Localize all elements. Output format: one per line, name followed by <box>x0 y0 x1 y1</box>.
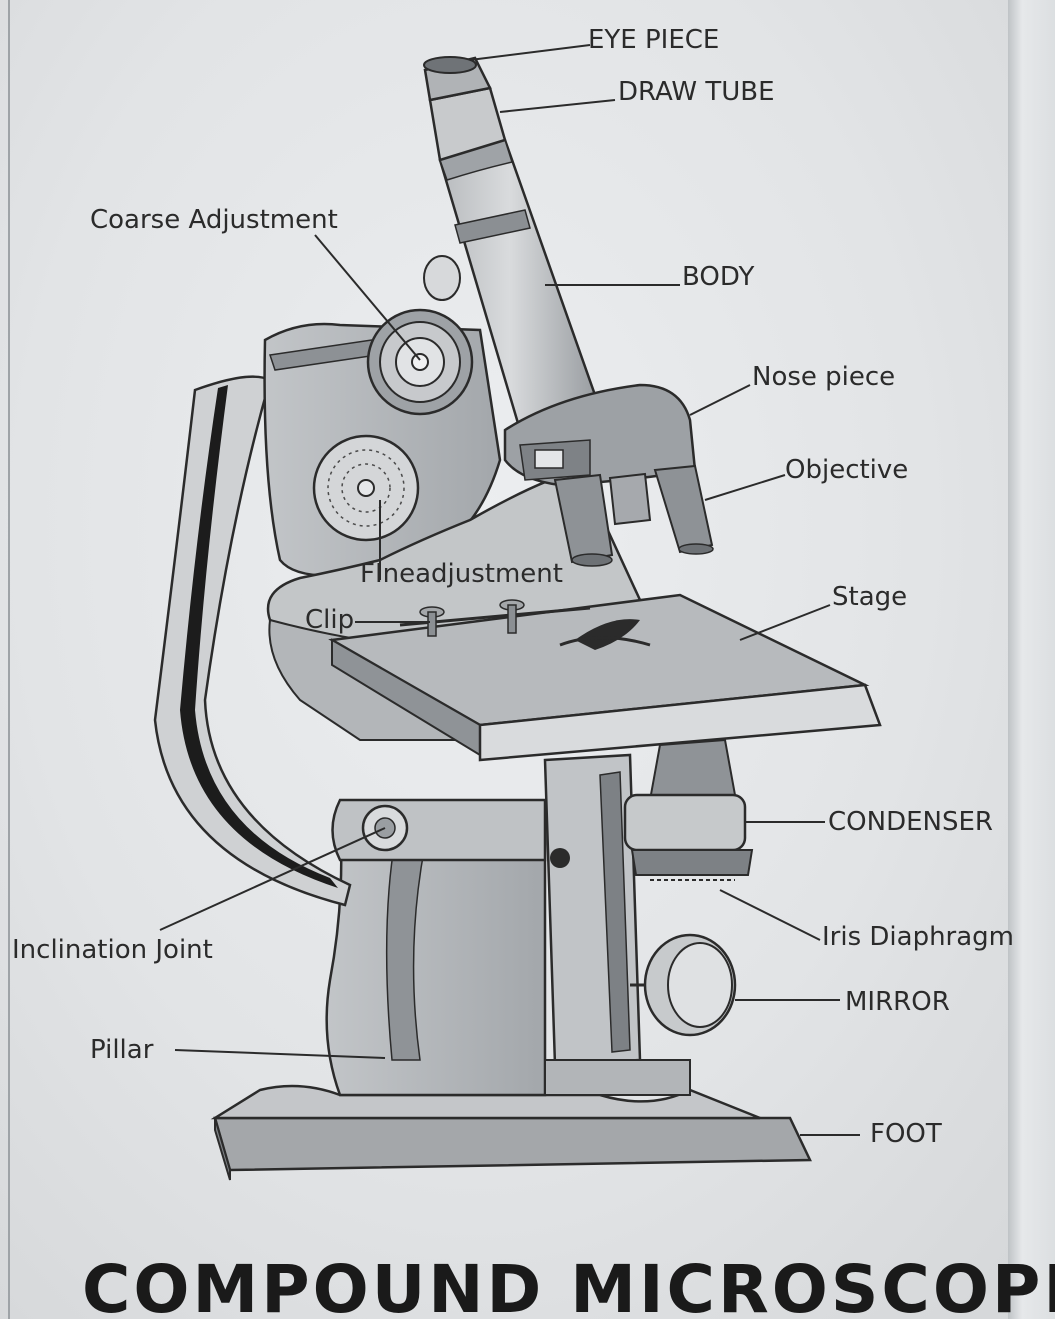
label-eye-piece: EYE PIECE <box>588 25 719 55</box>
nose-piece <box>503 383 697 487</box>
label-foot: FOOT <box>870 1119 942 1149</box>
label-coarse-adjustment: Coarse Adjustment <box>90 205 338 235</box>
substage-rack <box>543 753 691 1096</box>
label-stage: Stage <box>832 582 907 612</box>
foot <box>210 1084 812 1181</box>
mirror <box>630 933 737 1037</box>
label-clip: Clip <box>305 605 354 635</box>
coarse-adjustment-knob <box>366 255 474 416</box>
label-body: BODY <box>682 262 754 292</box>
stage-clips <box>399 599 591 637</box>
condenser <box>623 738 747 852</box>
limb <box>153 375 352 907</box>
label-iris-diaphragm: Iris Diaphragm <box>822 922 1014 952</box>
objectives <box>553 464 714 567</box>
eye-piece <box>423 56 492 102</box>
iris-diaphragm <box>630 849 754 881</box>
stage <box>328 593 882 762</box>
label-objective: Objective <box>785 455 908 485</box>
next-page-edge <box>1008 0 1055 1319</box>
label-draw-tube: DRAW TUBE <box>618 77 775 107</box>
pillar <box>325 818 547 1097</box>
label-condenser: CONDENSER <box>828 807 993 837</box>
diagram-title: COMPOUND MICROSCOPE <box>82 1251 1055 1319</box>
label-mirror: MIRROR <box>845 987 950 1017</box>
label-fine-adjustment: FIneadjustment <box>360 559 563 589</box>
leader-lines <box>159 44 860 1136</box>
label-pillar: Pillar <box>90 1035 154 1065</box>
page-margin-line <box>8 0 10 1319</box>
label-inclination-joint: Inclination Joint <box>12 935 213 965</box>
fine-adjustment-knob <box>312 434 420 542</box>
label-nose-piece: Nose piece <box>752 362 895 392</box>
inclination-joint <box>331 798 547 862</box>
